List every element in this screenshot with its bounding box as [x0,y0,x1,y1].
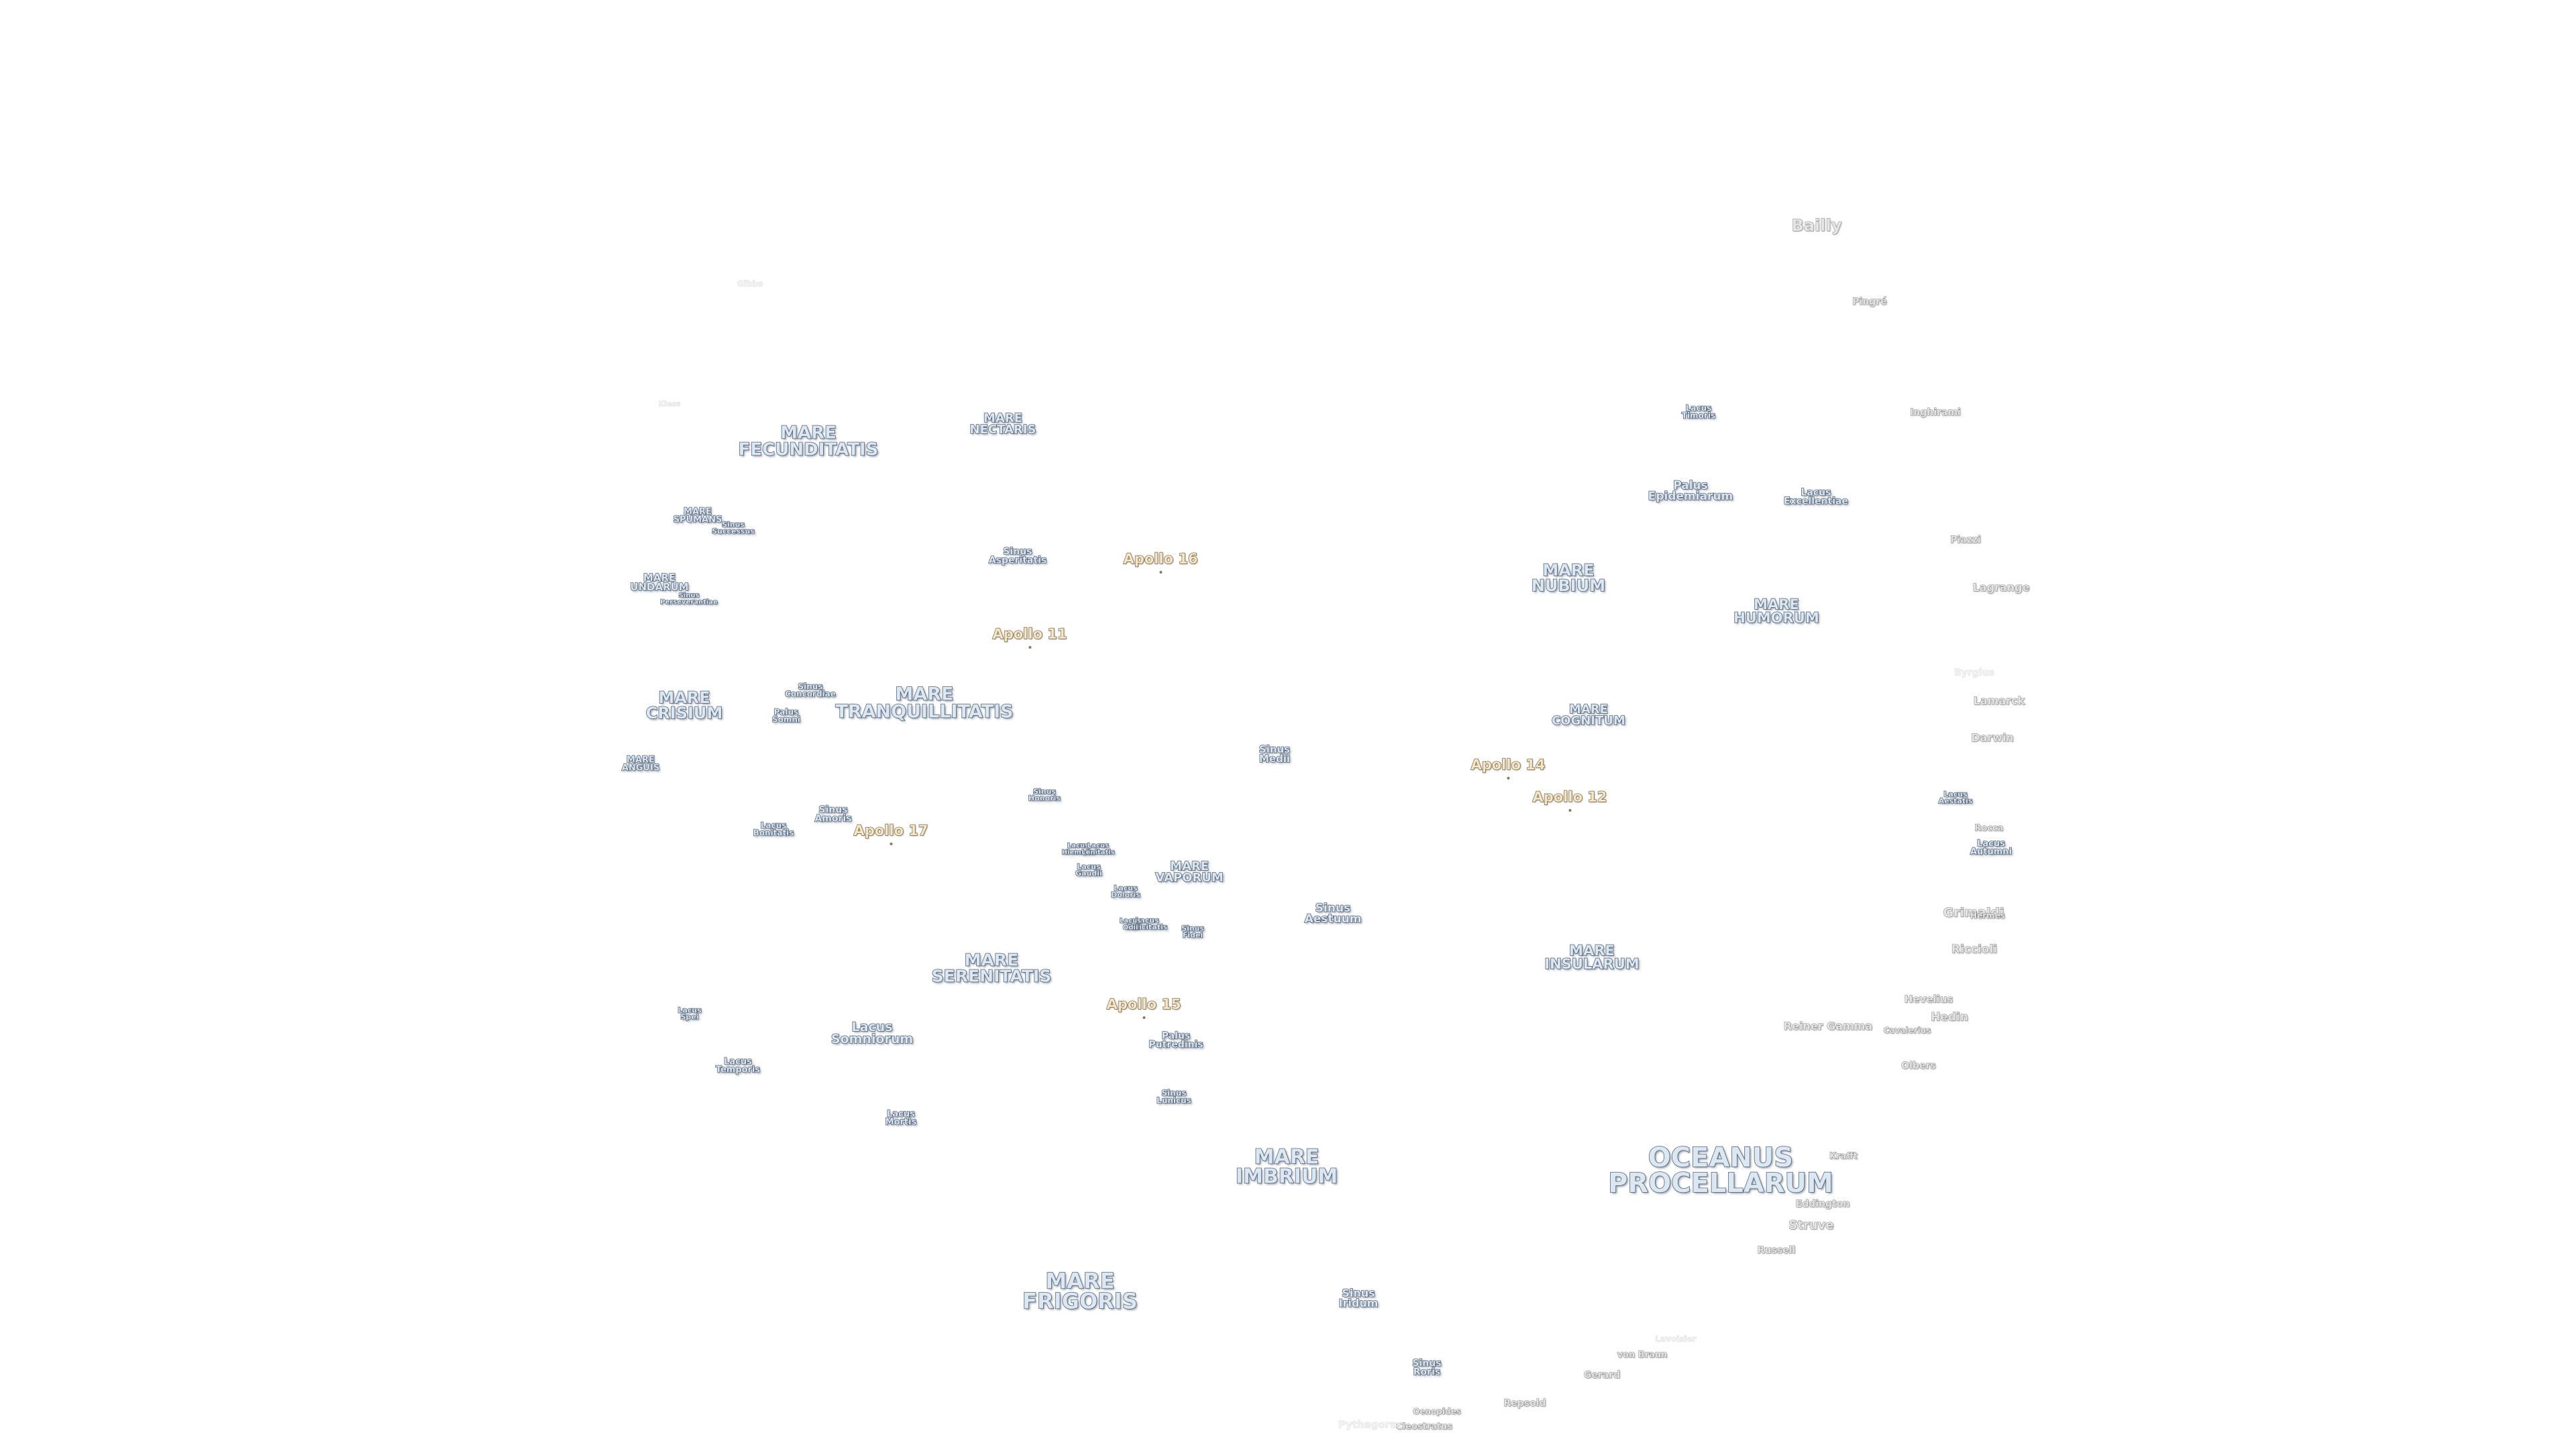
crater-label-struve[interactable]: Struve [1788,1218,1834,1232]
mare-label-lacus-autumni[interactable]: Lacus Autumni [1970,839,2012,857]
mare-label-lacus-aestatis[interactable]: Lacus Aestatis [1938,790,1973,806]
crater-label-lavoisier[interactable]: Lavoisier [1655,1334,1697,1344]
mare-label-sinus-amoris[interactable]: Sinus Amoris [814,804,853,824]
mare-label-lacus-bonitatis[interactable]: Lacus Bonitatis [753,820,794,838]
crater-label-oenopides[interactable]: Oenopides [1413,1407,1462,1416]
crater-label-lagrange[interactable]: Lagrange [1972,581,2030,594]
mare-label-mare-nubium[interactable]: MARE NUBIUM [1531,561,1606,595]
mare-label-mare-frigoris[interactable]: MARE FRIGORIS [1022,1268,1138,1314]
mare-label-sinus-aestuum[interactable]: Sinus Aestuum [1304,901,1362,926]
crater-label-gerard[interactable]: Gerard [1583,1370,1621,1381]
mare-label-mare-spumans[interactable]: MARE SPUMANS [673,506,722,525]
mare-label-mare-imbrium[interactable]: MARE IMBRIUM [1235,1145,1338,1188]
mare-label-mare-vaporum[interactable]: MARE VAPORUM [1155,859,1224,885]
apollo-label-apollo-15[interactable]: Apollo 15 [1106,996,1181,1019]
mare-label-sinus-concordiae[interactable]: Sinus Concordiae [784,682,836,699]
crater-label-kiess[interactable]: Kiess [658,399,681,409]
mare-label-sinus-medii[interactable]: Sinus Medii [1258,743,1291,765]
crater-label-grimaldi[interactable]: Grimaldi [1943,905,2004,920]
mare-label-mare-tranquillitatis[interactable]: MARE TRANQUILLITATIS [835,684,1014,722]
crater-label-olbers[interactable]: Olbers [1901,1061,1936,1071]
mare-label-mare-humorum[interactable]: MARE HUMORUM [1733,596,1819,626]
crater-label-hermes[interactable]: Hermes [1970,911,2006,920]
mare-label-lacus-timoris[interactable]: Lacus Timoris [1681,403,1716,421]
mare-label-lacus-felicitatis[interactable]: Lacus Felicitatis [1126,916,1168,932]
apollo-label-apollo-11[interactable]: Apollo 11 [992,625,1067,649]
mare-label-mare-nectaris[interactable]: MARE NECTARIS [969,411,1037,437]
crater-label-hedin[interactable]: Hedin [1931,1010,1969,1024]
mare-label-lacus-doloris[interactable]: Lacus Doloris [1110,883,1140,900]
apollo-label-apollo-17[interactable]: Apollo 17 [853,822,928,845]
mare-label-lacus-spei[interactable]: Lacus Spei [678,1006,702,1022]
crater-label-von-braun[interactable]: von Braun [1617,1350,1668,1360]
mare-label-sinus-successus[interactable]: Sinus Successus [711,520,755,536]
crater-label-pythagoras[interactable]: Pythagoras [1338,1418,1403,1431]
mare-label-palus-somni[interactable]: Palus Somni [771,707,801,724]
crater-label-cleostratus[interactable]: Cleostratus [1395,1421,1453,1432]
mare-label-mare-crisium[interactable]: MARE CRISIUM [645,688,723,722]
mare-label-mare-undarum[interactable]: MARE UNDARUM [629,571,689,593]
crater-label-piazzi[interactable]: Piazzi [1950,535,1982,545]
mare-label-sinus-lunicus[interactable]: Sinus Lunicus [1156,1088,1191,1106]
crater-label-cavalerius[interactable]: Cavalerius [1883,1026,1931,1035]
mare-label-lacus-odii[interactable]: Lacus Odii [1119,917,1142,931]
mare-label-lacus-hiemalis[interactable]: Lacus Hiemalis [1061,842,1095,856]
mare-label-palus-epidemiarum[interactable]: Palus Epidemiarum [1648,478,1733,503]
mare-label-mare-anguis[interactable]: MARE ANGUIS [621,755,660,773]
mare-label-sinus-honoris[interactable]: Sinus Honoris [1028,787,1061,803]
crater-label-russell[interactable]: Russell [1757,1245,1796,1256]
mare-label-sinus-fidei[interactable]: Sinus Fidei [1181,924,1205,940]
crater-label-lamarck[interactable]: Lamarck [1973,694,2025,707]
apollo-label-apollo-12[interactable]: Apollo 12 [1532,788,1607,812]
crater-label-repsold[interactable]: Repsold [1503,1398,1546,1409]
mare-label-mare-serenitatis[interactable]: MARE SERENITATIS [931,950,1052,985]
mare-label-lacus-lenitatis[interactable]: Lacus Lenitatis [1081,842,1115,856]
mare-label-lacus-gaudii[interactable]: Lacus Gaudii [1075,862,1102,878]
mare-label-mare-cognitum[interactable]: MARE COGNITUM [1551,702,1625,728]
mare-label-mare-fecunditatis[interactable]: MARE FECUNDITATIS [738,423,879,460]
crater-label-darwin[interactable]: Darwin [1971,731,2015,744]
mare-label-sinus-roris[interactable]: Sinus Roris [1412,1358,1442,1378]
mare-label-sinus-perseverantiae[interactable]: Sinus Perseverantiae [659,592,718,606]
apollo-label-apollo-16[interactable]: Apollo 16 [1123,550,1198,574]
crater-label-riccioli[interactable]: Riccioli [1951,943,1998,957]
mare-label-mare-insularum[interactable]: MARE INSULARUM [1544,943,1640,972]
crater-label-reiner-gamma[interactable]: Reiner Gamma [1783,1020,1873,1032]
crater-label-rocca[interactable]: Rocca [1974,823,2004,834]
mare-label-lacus-mortis[interactable]: Lacus Mortis [885,1109,917,1128]
mare-label-lacus-temporis[interactable]: Lacus Temporis [715,1057,761,1075]
mare-label-lacus-somniorum[interactable]: Lacus Somniorum [830,1019,914,1046]
crater-label-inghirami[interactable]: Inghirami [1910,407,1962,418]
crater-label-gibbs[interactable]: Gibbs [737,279,763,288]
crater-label-hevelius[interactable]: Hevelius [1904,993,1953,1006]
crater-label-byrgius[interactable]: Byrgius [1954,667,1994,678]
mare-label-lacus-excellentiae[interactable]: Lacus Excellentiae [1783,487,1848,507]
crater-label-eddington[interactable]: Eddington [1795,1199,1850,1210]
crater-label-pingre[interactable]: Pingré [1852,297,1887,307]
apollo-label-apollo-14[interactable]: Apollo 14 [1470,756,1546,780]
mare-label-oceanus-procellarum[interactable]: OCEANUS PROCELLARUM [1607,1142,1833,1199]
crater-label-bailly[interactable]: Bailly [1791,216,1842,235]
mare-label-palus-putredinis[interactable]: Palus Putredinis [1148,1030,1204,1051]
crater-label-krafft[interactable]: Krafft [1829,1151,1858,1162]
mare-label-sinus-iridum[interactable]: Sinus Iridum [1338,1286,1379,1309]
mare-label-sinus-asperitatis[interactable]: Sinus Asperitatis [988,546,1047,566]
